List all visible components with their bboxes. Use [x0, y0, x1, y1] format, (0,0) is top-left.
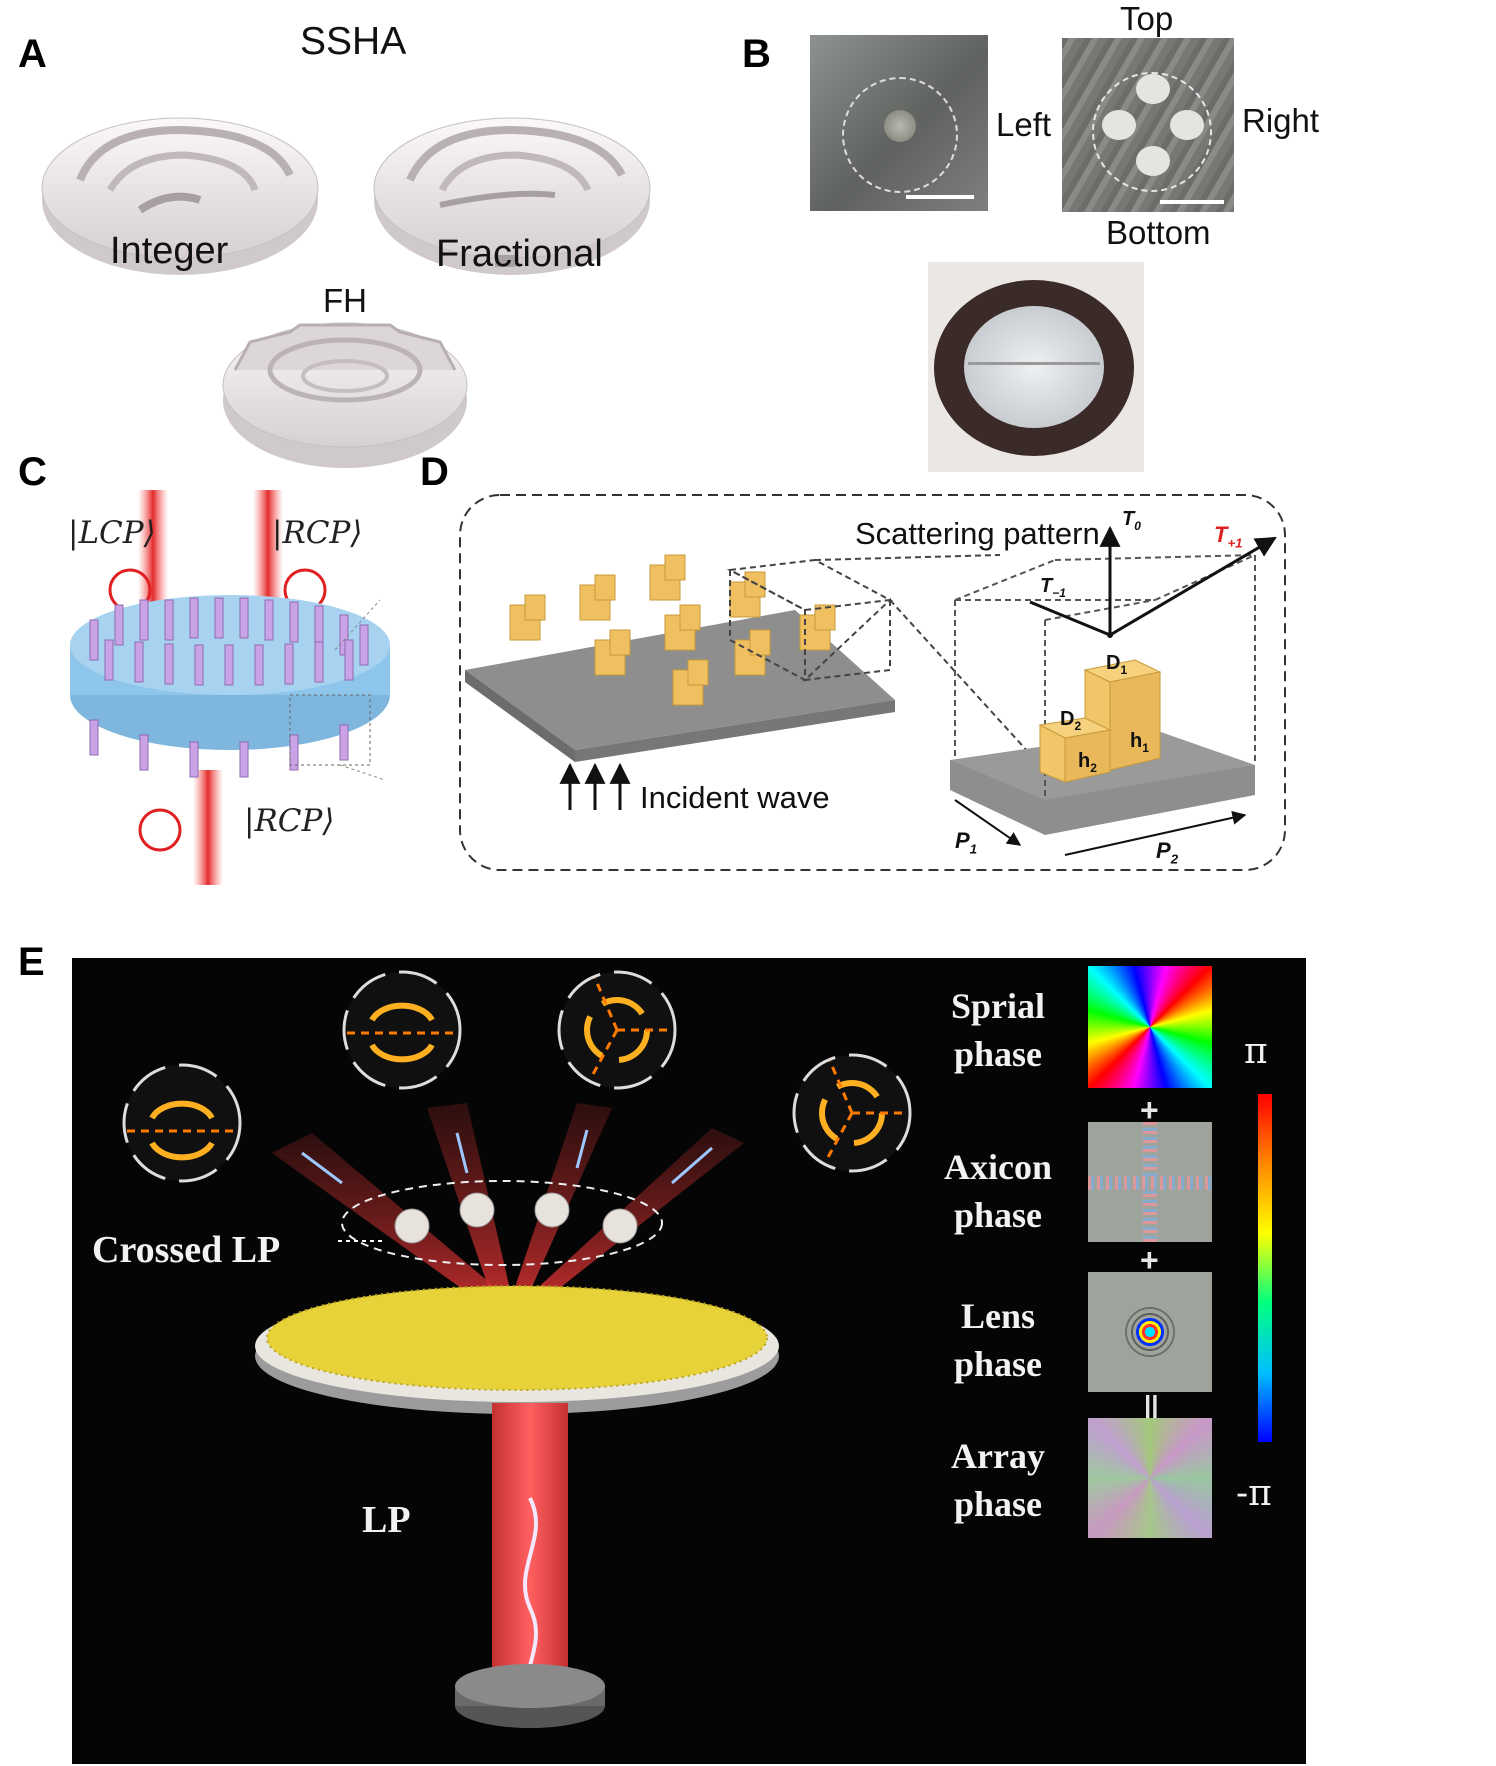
rcp-output-label: |RCP⟩ [272, 515, 363, 551]
left-label: Left [996, 106, 1052, 143]
panel-label-c: C [18, 450, 47, 494]
nanofin-array [267, 1286, 767, 1390]
t-minus1-arrow [1029, 600, 1111, 637]
h2-label: h2 [1078, 750, 1097, 775]
incident-wave-label: Incident wave [640, 780, 830, 815]
t-plus1-label: T+1 [1214, 522, 1243, 551]
rcp-input-rotation-icon [138, 808, 182, 852]
panel-label-a: A [18, 32, 47, 76]
scale-bar-2 [1160, 200, 1224, 204]
fh-label: FH [323, 282, 367, 319]
bottom-label: Bottom [1106, 214, 1211, 251]
p1-label: P1 [955, 828, 978, 857]
panel-d-frame [459, 494, 1286, 871]
top-label: Top [1120, 0, 1174, 37]
sample-photo-single [810, 35, 988, 211]
p2-label: P2 [1156, 838, 1179, 867]
incident-wave-arrows [559, 762, 631, 810]
mounted-lens-photo [928, 262, 1144, 472]
rcp-input-label: |RCP⟩ [244, 803, 335, 839]
ssha-title: SSHA [300, 20, 407, 63]
fractional-label: Fractional [436, 233, 603, 275]
nanopillar-array [89, 597, 369, 778]
fractional-spiral-dish [373, 117, 651, 275]
t-minus1-label: T−1 [1040, 575, 1066, 600]
colorbar-max-label: π [1244, 1031, 1268, 1072]
p1-dimension [954, 799, 1022, 846]
metalens-illustration [122, 970, 912, 1728]
scattering-pattern-label: Scattering pattern [855, 516, 1100, 551]
lp-label: LP [362, 1499, 411, 1541]
right-label: Right [1242, 102, 1320, 139]
unit-cell-stepped-block [1038, 659, 1162, 783]
scattering-unit-cell-diagram [459, 494, 1286, 871]
crossed-lp-group-outline [341, 1180, 663, 1266]
output-beam-cones [272, 1103, 744, 1303]
t-plus1-arrow [1109, 536, 1277, 637]
rcp-output-beam [253, 490, 283, 610]
d2-label: D2 [1060, 708, 1082, 733]
panel-label-b: B [742, 32, 771, 76]
colorbar-min-label: -π [1236, 1473, 1272, 1514]
scale-bar [906, 195, 974, 199]
lcp-output-beam [138, 490, 168, 610]
ssha-illustrations [41, 117, 651, 468]
equals-operator: || [1144, 1390, 1159, 1420]
plus-operator-1: + [1140, 1092, 1159, 1128]
t0-label: T0 [1122, 508, 1141, 533]
lens-phase-map [1088, 1272, 1212, 1392]
p2-dimension [1064, 810, 1247, 856]
rcp-input-beam [193, 770, 223, 885]
phase-colorbar [1258, 1094, 1272, 1442]
panel-label-d: D [420, 450, 449, 494]
fh-stepped-dish [222, 322, 468, 468]
axicon-phase-map [1088, 1122, 1212, 1242]
d1-label: D1 [1106, 652, 1128, 677]
lcp-label: |LCP⟩ [68, 515, 156, 551]
spiral-phase-map [1088, 966, 1212, 1088]
crossed-lp-polarizers [394, 1192, 638, 1244]
sample-photo-quad [1062, 38, 1234, 212]
plus-operator-2: + [1140, 1242, 1159, 1278]
vortex-beam-patterns [122, 970, 912, 1183]
integer-spiral-dish [41, 117, 319, 275]
panel-label-e: E [18, 940, 45, 984]
array-phase-map [1088, 1418, 1212, 1538]
metasurface-pillar-diagram [70, 490, 390, 885]
crossed-lp-label: Crossed LP [92, 1229, 281, 1271]
h1-label: h1 [1130, 730, 1149, 755]
integer-label: Integer [110, 230, 229, 272]
